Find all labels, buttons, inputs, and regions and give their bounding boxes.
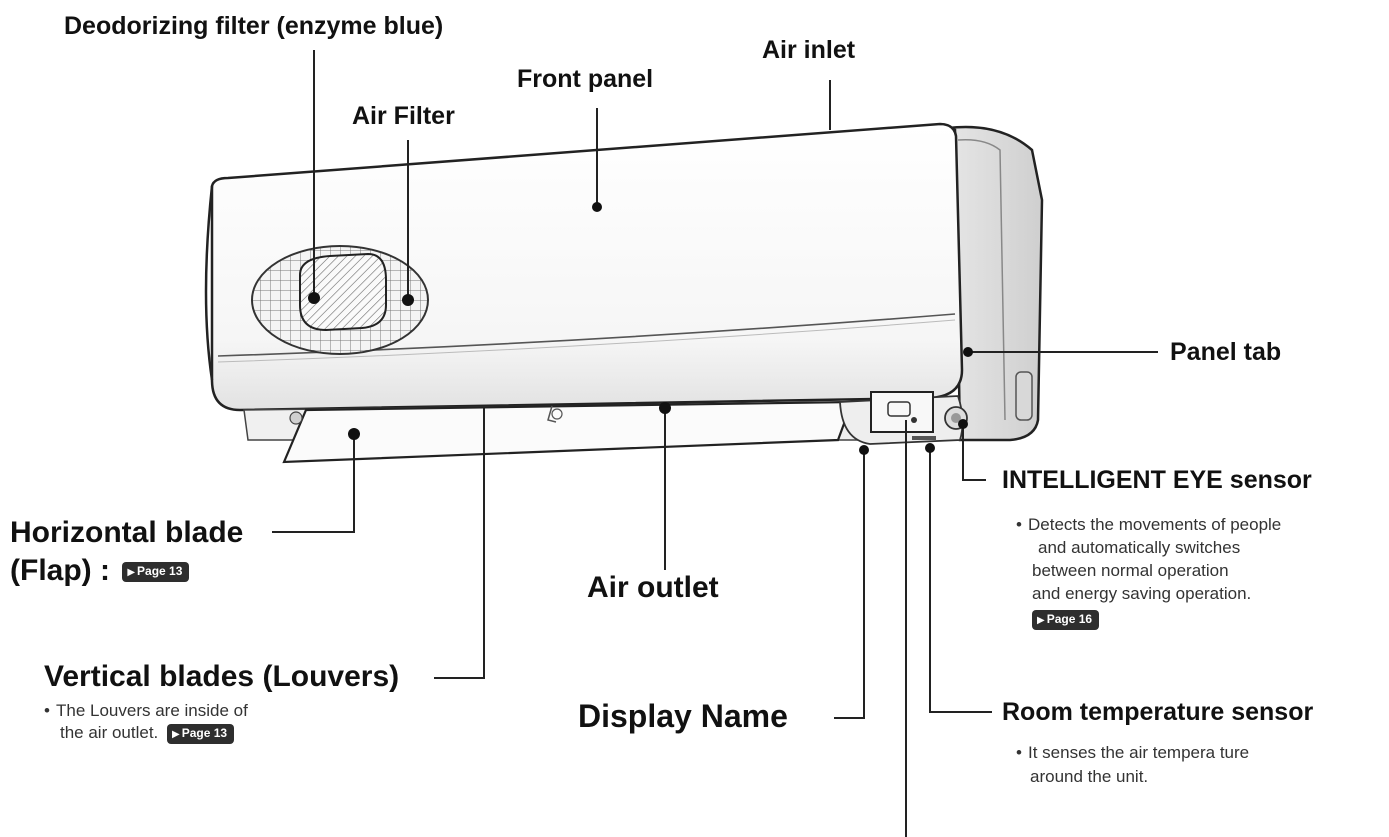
panel-tab-label: Panel tab xyxy=(1170,338,1282,366)
arrow-right-icon: ▶ xyxy=(127,567,136,579)
intelligent-eye-note-3: between normal operation xyxy=(1032,561,1229,580)
vertical-blades-note-2: the air outlet. xyxy=(60,723,159,742)
intelligent-eye-note-1: Detects the movements of people xyxy=(1016,514,1281,537)
air-outlet-label: Air outlet xyxy=(587,571,719,604)
room-temp-sensor-label: Room temperature sensor xyxy=(1002,698,1314,726)
intelligent-eye-page-badge[interactable]: ▶Page 16 xyxy=(1032,610,1100,630)
front-panel-label: Front panel xyxy=(517,65,654,93)
room-temp-note-1: It senses the air tempera ture xyxy=(1016,742,1249,765)
vertical-blades-note-2-row: the air outlet. ▶Page 13 xyxy=(60,722,235,745)
vertical-blades-label: Vertical blades (Louvers) xyxy=(44,660,400,693)
arrow-right-icon: ▶ xyxy=(172,728,180,740)
deodorizing-filter-shape xyxy=(299,252,387,332)
arrow-right-icon: ▶ xyxy=(1037,615,1045,626)
flap-label-row: (Flap) : ▶Page 13 xyxy=(10,554,190,587)
vertical-blades-note-1: The Louvers are inside of xyxy=(44,700,248,723)
display-name-label: Display Name xyxy=(578,698,788,734)
flap-page-badge[interactable]: ▶Page 13 xyxy=(122,562,190,583)
air-inlet-label: Air inlet xyxy=(762,36,856,64)
horizontal-blade-label: Horizontal blade xyxy=(10,516,244,549)
room-temp-note-2: around the unit. xyxy=(1030,767,1149,786)
air-filter-label: Air Filter xyxy=(352,102,455,130)
intelligent-eye-note-2: and automatically switches xyxy=(1038,538,1241,557)
deodorizing-filter-label: Deodorizing filter (enzyme blue) xyxy=(64,12,444,40)
louvers-page-badge[interactable]: ▶Page 13 xyxy=(167,723,235,744)
side-casing xyxy=(947,125,1044,442)
horizontal-blade-flap xyxy=(282,400,854,464)
flap-label: (Flap) : xyxy=(10,554,110,587)
intelligent-eye-label: INTELLIGENT EYE sensor xyxy=(1002,466,1312,494)
intelligent-eye-note-4: and energy saving operation. xyxy=(1032,584,1252,603)
display-window xyxy=(870,391,934,433)
